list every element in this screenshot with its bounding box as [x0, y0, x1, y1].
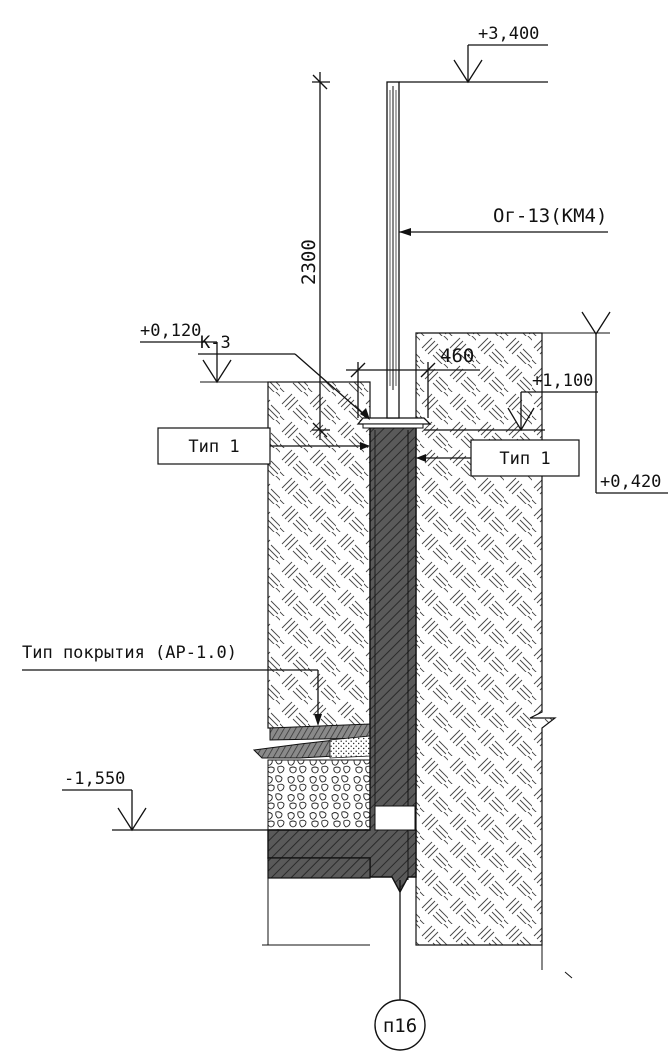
elevation-label-bottom: -1,550	[64, 769, 125, 789]
elevation-top-wall: +1,100	[424, 371, 598, 432]
elevation-ground-right: +0,420	[581, 311, 668, 494]
section-marker: п16	[374, 880, 426, 1051]
soil-right	[415, 332, 557, 946]
dimension-label-post-height: 2300	[298, 239, 320, 285]
dimension-post-height: 2300	[298, 72, 330, 440]
pavement-layers	[252, 723, 371, 831]
callout-label-pavement: Тип покрытия (АР-1.0)	[22, 643, 237, 663]
callout-pavement: Тип покрытия (АР-1.0)	[22, 643, 322, 726]
fence-post	[386, 81, 400, 419]
callout-post: Ог-13(КМ4)	[399, 205, 608, 236]
reference-lines	[200, 332, 610, 979]
elevation-label-top-post: +3,400	[478, 24, 539, 44]
elevation-top-post: +3,400	[399, 24, 548, 84]
dimension-label-cap-width: 460	[440, 345, 474, 367]
elevation-ground-left: +0,120	[140, 321, 232, 384]
cap-k3	[356, 417, 432, 429]
retaining-wall	[267, 423, 417, 894]
elevation-label-ground-right: +0,420	[600, 472, 661, 492]
section-marker-label: п16	[383, 1015, 417, 1037]
elevation-bottom: -1,550	[62, 769, 370, 832]
elevation-label-top-wall: +1,100	[532, 371, 593, 391]
callout-type-right: Тип 1	[416, 439, 580, 477]
callout-label-type-left: Тип 1	[188, 437, 239, 457]
soil-left-upper	[267, 381, 371, 729]
elevation-label-ground-left: +0,120	[140, 321, 201, 341]
callout-label-cap: К-3	[200, 333, 231, 353]
callout-label-post: Ог-13(КМ4)	[493, 205, 607, 227]
callout-label-type-right: Тип 1	[499, 449, 550, 469]
callout-cap: К-3	[198, 333, 370, 420]
callout-type-left: Тип 1	[157, 427, 370, 465]
